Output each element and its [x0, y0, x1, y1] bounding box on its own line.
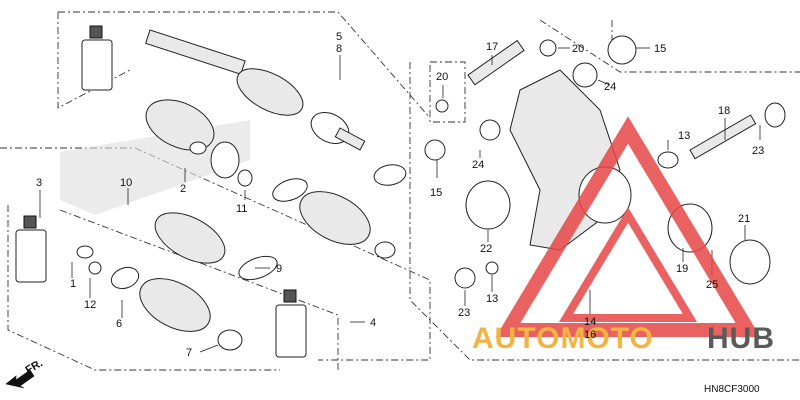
- callout-7: 7: [186, 347, 192, 359]
- callout-24-left: 24: [472, 159, 484, 171]
- callout-6: 6: [116, 318, 122, 330]
- leader-lines: [39, 47, 761, 353]
- inner-joint: [145, 99, 253, 187]
- grease-bottles: [15, 25, 307, 358]
- callouts: 1 2 3 4 5 8 6 7 9 10 11 12 13 13 14 16 1…: [36, 31, 764, 359]
- boots-left: [76, 212, 278, 351]
- callout-18: 18: [718, 105, 730, 117]
- callout-15-left: 15: [430, 187, 442, 199]
- callout-19: 19: [676, 263, 688, 275]
- callout-22: 22: [480, 243, 492, 255]
- drive-shaft-top: [145, 29, 366, 151]
- front-direction-arrow: FR.: [5, 357, 45, 389]
- callout-4: 4: [370, 317, 376, 329]
- callout-2: 2: [180, 183, 186, 195]
- callout-13-upper: 13: [678, 130, 690, 142]
- callout-13-lower: 13: [486, 293, 498, 305]
- callout-17: 17: [486, 41, 498, 53]
- callout-5: 5: [336, 31, 342, 43]
- callout-15-right: 15: [654, 43, 666, 55]
- callout-12: 12: [84, 299, 96, 311]
- callout-8: 8: [336, 43, 342, 55]
- boots-middle: [272, 164, 407, 259]
- watermark-word-2: HUB: [707, 322, 775, 355]
- callout-24-right: 24: [604, 81, 616, 93]
- callout-20-left: 20: [436, 71, 448, 83]
- callout-20-right: 20: [572, 43, 584, 55]
- callout-14: 14: [584, 316, 596, 328]
- callout-11: 11: [236, 203, 247, 215]
- callout-23-lower: 23: [458, 307, 470, 319]
- callout-1: 1: [70, 278, 76, 290]
- direction-label: FR.: [24, 357, 45, 376]
- callout-9: 9: [276, 263, 282, 275]
- callout-10: 10: [120, 177, 132, 189]
- callout-23-upper: 23: [752, 145, 764, 157]
- callout-16: 16: [584, 329, 596, 341]
- callout-3: 3: [36, 177, 42, 189]
- callout-25: 25: [706, 279, 718, 291]
- watermark: AUTOMOTO HUB: [472, 116, 775, 355]
- callout-21: 21: [738, 213, 750, 225]
- part-code: HN8CF3000: [704, 384, 760, 395]
- knuckle-assembly: [424, 35, 786, 289]
- watermark-word-1: AUTOMOTO: [472, 322, 654, 355]
